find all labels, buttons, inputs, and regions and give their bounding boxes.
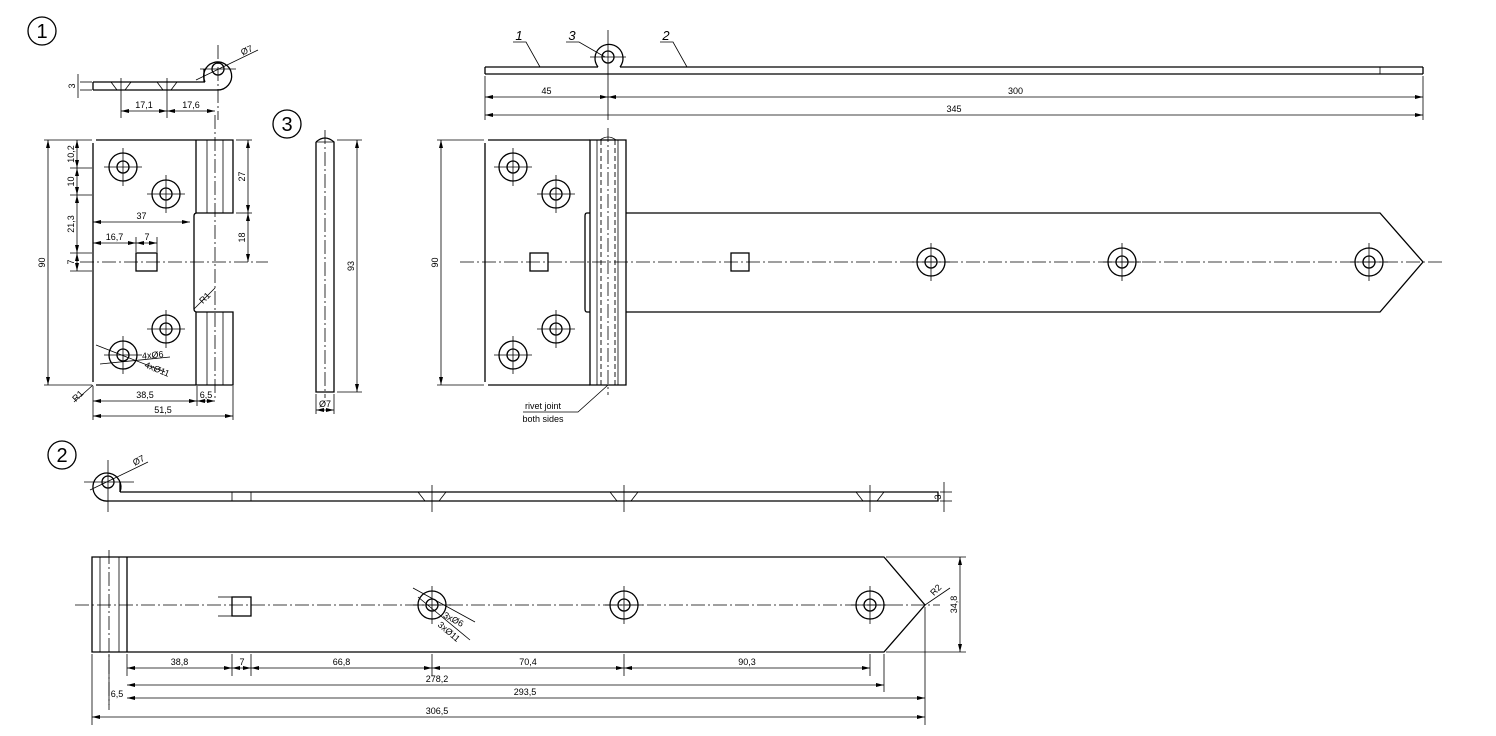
leader xyxy=(99,356,171,365)
dimension-label: 70,4 xyxy=(519,657,537,667)
dimension-label: R1 xyxy=(70,388,85,403)
dimension-label: 18 xyxy=(237,232,247,242)
dimension-label: 6,5 xyxy=(111,689,124,699)
assembly-plate-1 xyxy=(484,139,590,386)
part2-strap xyxy=(91,556,926,653)
dimension-label: 16,7 xyxy=(106,232,124,242)
part1-plate xyxy=(92,139,196,386)
countersink xyxy=(417,491,447,502)
leader xyxy=(924,587,951,606)
dimension-label: Ø7 xyxy=(131,453,146,467)
rivet-note: rivet joint xyxy=(525,401,562,411)
dimension-label: 37 xyxy=(136,211,146,221)
dimension-label: 4xØ6 xyxy=(142,349,164,361)
dimension-label: 38,8 xyxy=(171,657,189,667)
assembly-knuckle xyxy=(594,43,624,68)
dimension-label: 278,2 xyxy=(426,674,449,684)
leader xyxy=(73,384,94,403)
dimension-label: 90,3 xyxy=(738,657,756,667)
leader xyxy=(412,587,476,623)
rivet-note: both sides xyxy=(522,414,564,424)
dimension-label: 66,8 xyxy=(333,657,351,667)
part-1-label xyxy=(27,16,57,46)
dimension-label: 10,2 xyxy=(66,145,76,163)
leader xyxy=(95,344,166,373)
dimension-label: 4xØ11 xyxy=(143,360,171,379)
dimension-label: 7 xyxy=(66,259,76,264)
dimension-label: 51,5 xyxy=(154,405,172,415)
part-2-label-number: 2 xyxy=(56,445,67,467)
dimension-label: 21,3 xyxy=(66,215,76,233)
leader xyxy=(417,596,471,641)
part3-pin xyxy=(315,137,335,393)
part-1-label-number: 1 xyxy=(36,21,47,43)
part-2-label xyxy=(47,440,77,470)
leader xyxy=(195,49,259,81)
leader xyxy=(193,287,216,310)
part-3-label-number: 3 xyxy=(281,114,292,136)
dimension-label: 7 xyxy=(239,657,244,667)
dimension-label: Ø7 xyxy=(319,399,331,409)
dimension-label: 27 xyxy=(237,171,247,181)
countersink xyxy=(609,491,639,502)
dimension-label: 3 xyxy=(933,494,943,499)
leader xyxy=(523,384,609,413)
square-hole xyxy=(730,252,750,272)
part1-side-profile xyxy=(92,81,218,91)
countersink xyxy=(110,81,132,91)
countersink xyxy=(855,491,885,502)
outline xyxy=(584,212,590,313)
dimension-label: 93 xyxy=(346,261,356,271)
square-hole xyxy=(135,252,158,272)
dimension-label: 1 xyxy=(515,28,522,43)
dimension-label: 293,5 xyxy=(514,687,537,697)
square-hole xyxy=(529,252,549,272)
dimension-label: 3 xyxy=(67,83,77,88)
leader xyxy=(660,41,688,68)
dimension-label: R2 xyxy=(928,582,943,597)
leader xyxy=(513,41,541,68)
square-hole xyxy=(231,596,252,617)
part2-side-profile xyxy=(108,491,939,502)
dimension-label: 90 xyxy=(37,257,47,267)
leader xyxy=(566,41,606,58)
assembly-strap xyxy=(626,212,1424,313)
dimension-label: 90 xyxy=(430,257,440,267)
dimension-label: 10 xyxy=(66,176,76,186)
countersink xyxy=(156,81,178,91)
dimension-label: Ø7 xyxy=(239,43,254,57)
dimension-label: 306,5 xyxy=(426,706,449,716)
assembly-knuckle-outline xyxy=(589,139,627,386)
dimension-label: 17,6 xyxy=(182,100,200,110)
assembly-side-profile xyxy=(484,66,1424,75)
dimension-label: 34,8 xyxy=(949,596,959,614)
part-3-label xyxy=(272,109,302,139)
dimension-label: 300 xyxy=(1008,86,1023,96)
part1-knuckle-outline xyxy=(193,139,234,386)
dimension-label: 38,5 xyxy=(136,390,154,400)
dimension-label: 7 xyxy=(144,232,149,242)
drawing-geometry xyxy=(27,16,1445,725)
dimension-label: 17,1 xyxy=(135,100,153,110)
leader xyxy=(89,461,149,491)
dimension-label: 2 xyxy=(661,28,670,43)
dimension-label: 345 xyxy=(946,104,961,114)
dimension-label: 45 xyxy=(541,86,551,96)
dimension-label: 3 xyxy=(568,28,576,43)
dimension-label: 6,5 xyxy=(200,390,213,400)
